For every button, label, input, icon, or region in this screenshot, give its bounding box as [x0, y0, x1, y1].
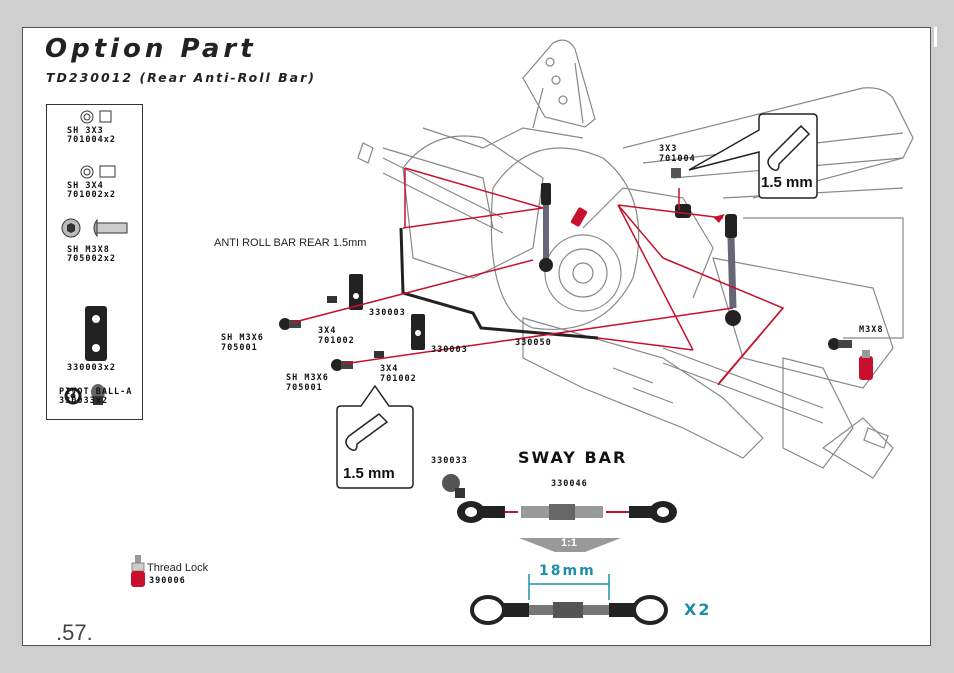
bar-part-label: 330050	[515, 338, 552, 348]
page-number: .57.	[56, 620, 93, 645]
dimension-line	[528, 574, 610, 600]
set-3x4-lower-label: 3X4	[380, 364, 399, 374]
part-701002-lower-label: 701002	[380, 374, 417, 384]
assembly-diagram	[131, 39, 914, 625]
quantity-label: X2	[684, 600, 712, 619]
parts-label-pivot-ball: PIVOT BALL-A 330033x2	[59, 387, 133, 406]
parts-label-3x4: SH 3X4 701002x2	[67, 181, 116, 200]
set-screw-upper	[327, 296, 337, 303]
set-screw-3x4-icon	[80, 165, 116, 179]
parts-label-3x3: SH 3X3 701004x2	[67, 126, 116, 145]
thread-lock-bottle	[131, 555, 145, 587]
thread-lock-right	[859, 350, 873, 380]
bracket-lower-label: 330003	[431, 345, 468, 355]
m3x6-screw-lower	[331, 359, 353, 371]
parts-list: SH 3X3 701004x2 SH 3X4 701002x2 SH M3X8 …	[46, 104, 143, 420]
hex-tool-callout-top	[688, 113, 818, 199]
sway-bar-heading: SWAY BAR	[518, 448, 628, 467]
parts-label-bracket: 330003x2	[67, 363, 116, 373]
chassis-linework	[357, 39, 914, 479]
part-701002-upper-label: 701002	[318, 336, 355, 346]
manual-page: Option Part TD230012 (Rear Anti-Roll Bar…	[22, 27, 931, 646]
length-label: 18mm	[539, 563, 596, 579]
button-head-screw-icon	[61, 218, 128, 238]
hex-tool-top-label: 1.5 mm	[761, 174, 813, 191]
pivot-ball-icon	[64, 384, 105, 405]
page-subtitle: TD230012 (Rear Anti-Roll Bar)	[46, 70, 316, 85]
parts-icons	[61, 110, 128, 405]
part-705001-lower-label: 705001	[286, 383, 323, 393]
m3x8-screw	[828, 338, 852, 350]
hex-tool-callout-bottom	[336, 384, 414, 489]
bracket-lower	[411, 314, 425, 350]
m3x8-label: M3X8	[859, 325, 884, 335]
page-title: Option Part	[45, 34, 257, 64]
m3x6-upper-label: SH M3X6	[221, 333, 264, 343]
page-corner-accent	[934, 27, 937, 47]
ball-part-label: 330033	[431, 456, 468, 466]
part-701004-label: 701004	[659, 154, 696, 164]
linkage-rod-right	[671, 168, 741, 326]
set-screw-lower	[374, 351, 384, 358]
set-3x4-upper-label: 3X4	[318, 326, 337, 336]
parts-label-m3x8: SH M3X8 705002x2	[67, 245, 116, 264]
thread-lock-part: 390006	[149, 576, 186, 586]
thread-lock-label: Thread Lock	[147, 562, 209, 574]
pointer-arrow	[713, 214, 725, 223]
sway-bar-exploded	[442, 474, 677, 523]
m3x6-lower-label: SH M3X6	[286, 373, 329, 383]
ratio-label: 1:1	[561, 537, 577, 549]
linkage-rod-left	[539, 183, 588, 272]
sway-bar-assembled	[470, 595, 668, 625]
screw-3x3-label: 3X3	[659, 144, 678, 154]
m3x6-screw-upper	[279, 318, 301, 330]
bracket-upper	[349, 274, 363, 310]
anti-roll-bar-label: ANTI ROLL BAR REAR 1.5mm	[214, 237, 367, 249]
part-705001-upper-label: 705001	[221, 343, 258, 353]
bracket-upper-label: 330003	[369, 308, 406, 318]
anti-roll-bar	[399, 227, 599, 340]
set-screw-3x3-icon	[80, 110, 112, 124]
ratio-arrow	[519, 538, 621, 552]
bracket-icon	[85, 306, 107, 361]
hex-tool-bottom-label: 1.5 mm	[343, 465, 395, 482]
pointer-lines	[290, 167, 785, 386]
turnbuckle-part-label: 330046	[551, 479, 588, 489]
